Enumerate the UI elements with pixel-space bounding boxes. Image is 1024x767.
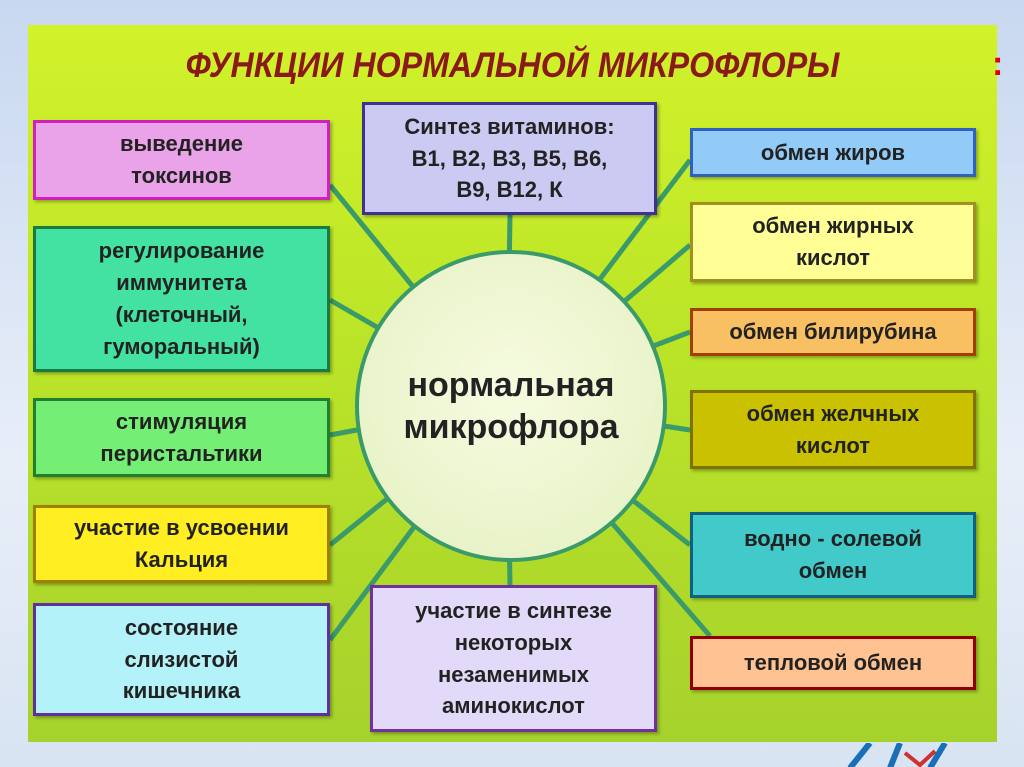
box-fats: обмен жиров [690,128,976,177]
box-heat: тепловой обмен [690,636,976,690]
title-colon: : [992,45,1004,83]
center-node: нормальная микрофлора [355,250,667,562]
center-label: нормальная микрофлора [403,365,619,447]
box-bile-acids: обмен желчных кислот [690,390,976,469]
box-water-salt: водно - солевой обмен [690,512,976,598]
box-fatty-acids: обмен жирных кислот [690,202,976,282]
box-calcium: участие в усвоении Кальция [33,505,330,583]
logo-fragment [830,742,980,767]
box-vitamins: Синтез витаминов: B1, B2, B3, B5, B6, B9… [362,102,657,215]
page-title: ФУНКЦИИ НОРМАЛЬНОЙ МИКРОФЛОРЫ [185,46,840,85]
box-toxins: выведение токсинов [33,120,330,200]
box-amino-acids: участие в синтезе некоторых незаменимых … [370,585,657,732]
box-mucosa: состояние слизистой кишечника [33,603,330,716]
box-peristalsis: стимуляция перистальтики [33,398,330,477]
box-bilirubin: обмен билирубина [690,308,976,356]
box-immunity: регулирование иммунитета (клеточный, гум… [33,226,330,372]
